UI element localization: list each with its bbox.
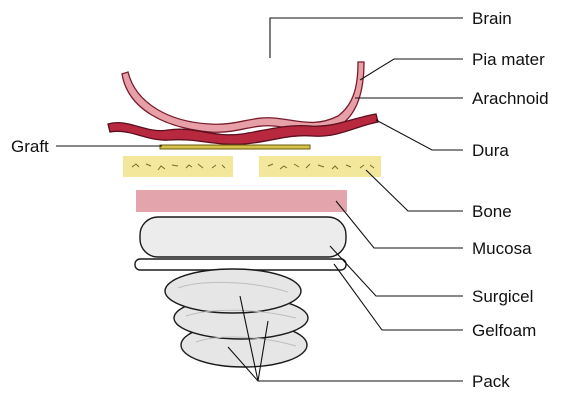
label-arachnoid: Arachnoid (472, 89, 549, 108)
label-mucosa: Mucosa (472, 239, 532, 258)
label-surgicel: Surgicel (472, 287, 533, 306)
label-gelfoam: Gelfoam (472, 321, 536, 340)
bone-fragment-left (123, 156, 233, 177)
gelfoam-block (140, 217, 346, 257)
graft-strip (160, 145, 310, 149)
label-bone: Bone (472, 202, 512, 221)
surgicel-strip (135, 259, 346, 270)
label-dura: Dura (472, 141, 509, 160)
leader-surgicel (330, 246, 463, 296)
pack-stack (165, 269, 308, 367)
leader-pia-mater (360, 59, 463, 80)
label-graft: Graft (11, 137, 49, 156)
leader-mucosa (336, 201, 463, 248)
label-pia-mater: Pia mater (472, 50, 545, 69)
mucosa-layer (136, 190, 347, 212)
label-pack: Pack (472, 372, 510, 391)
pia-mater-membrane (122, 62, 364, 132)
pack-piece-top (165, 269, 301, 313)
bone-layer (123, 156, 381, 177)
label-brain: Brain (472, 9, 512, 28)
leader-gelfoam (334, 264, 463, 330)
leader-brain (270, 18, 463, 58)
pia-arachnoid-layer (122, 62, 364, 132)
leader-dura (376, 120, 463, 150)
